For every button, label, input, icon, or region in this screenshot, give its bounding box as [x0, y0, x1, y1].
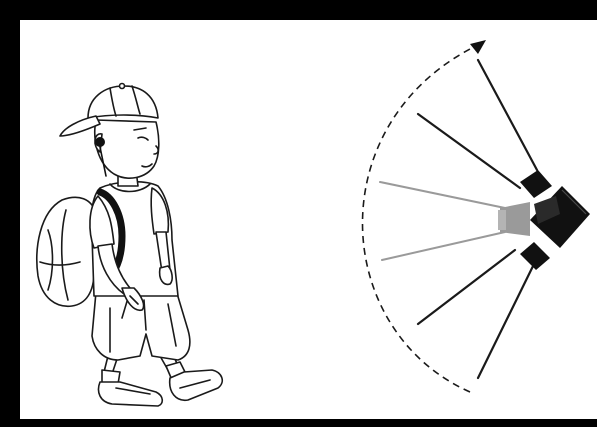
back-hand — [160, 266, 173, 284]
